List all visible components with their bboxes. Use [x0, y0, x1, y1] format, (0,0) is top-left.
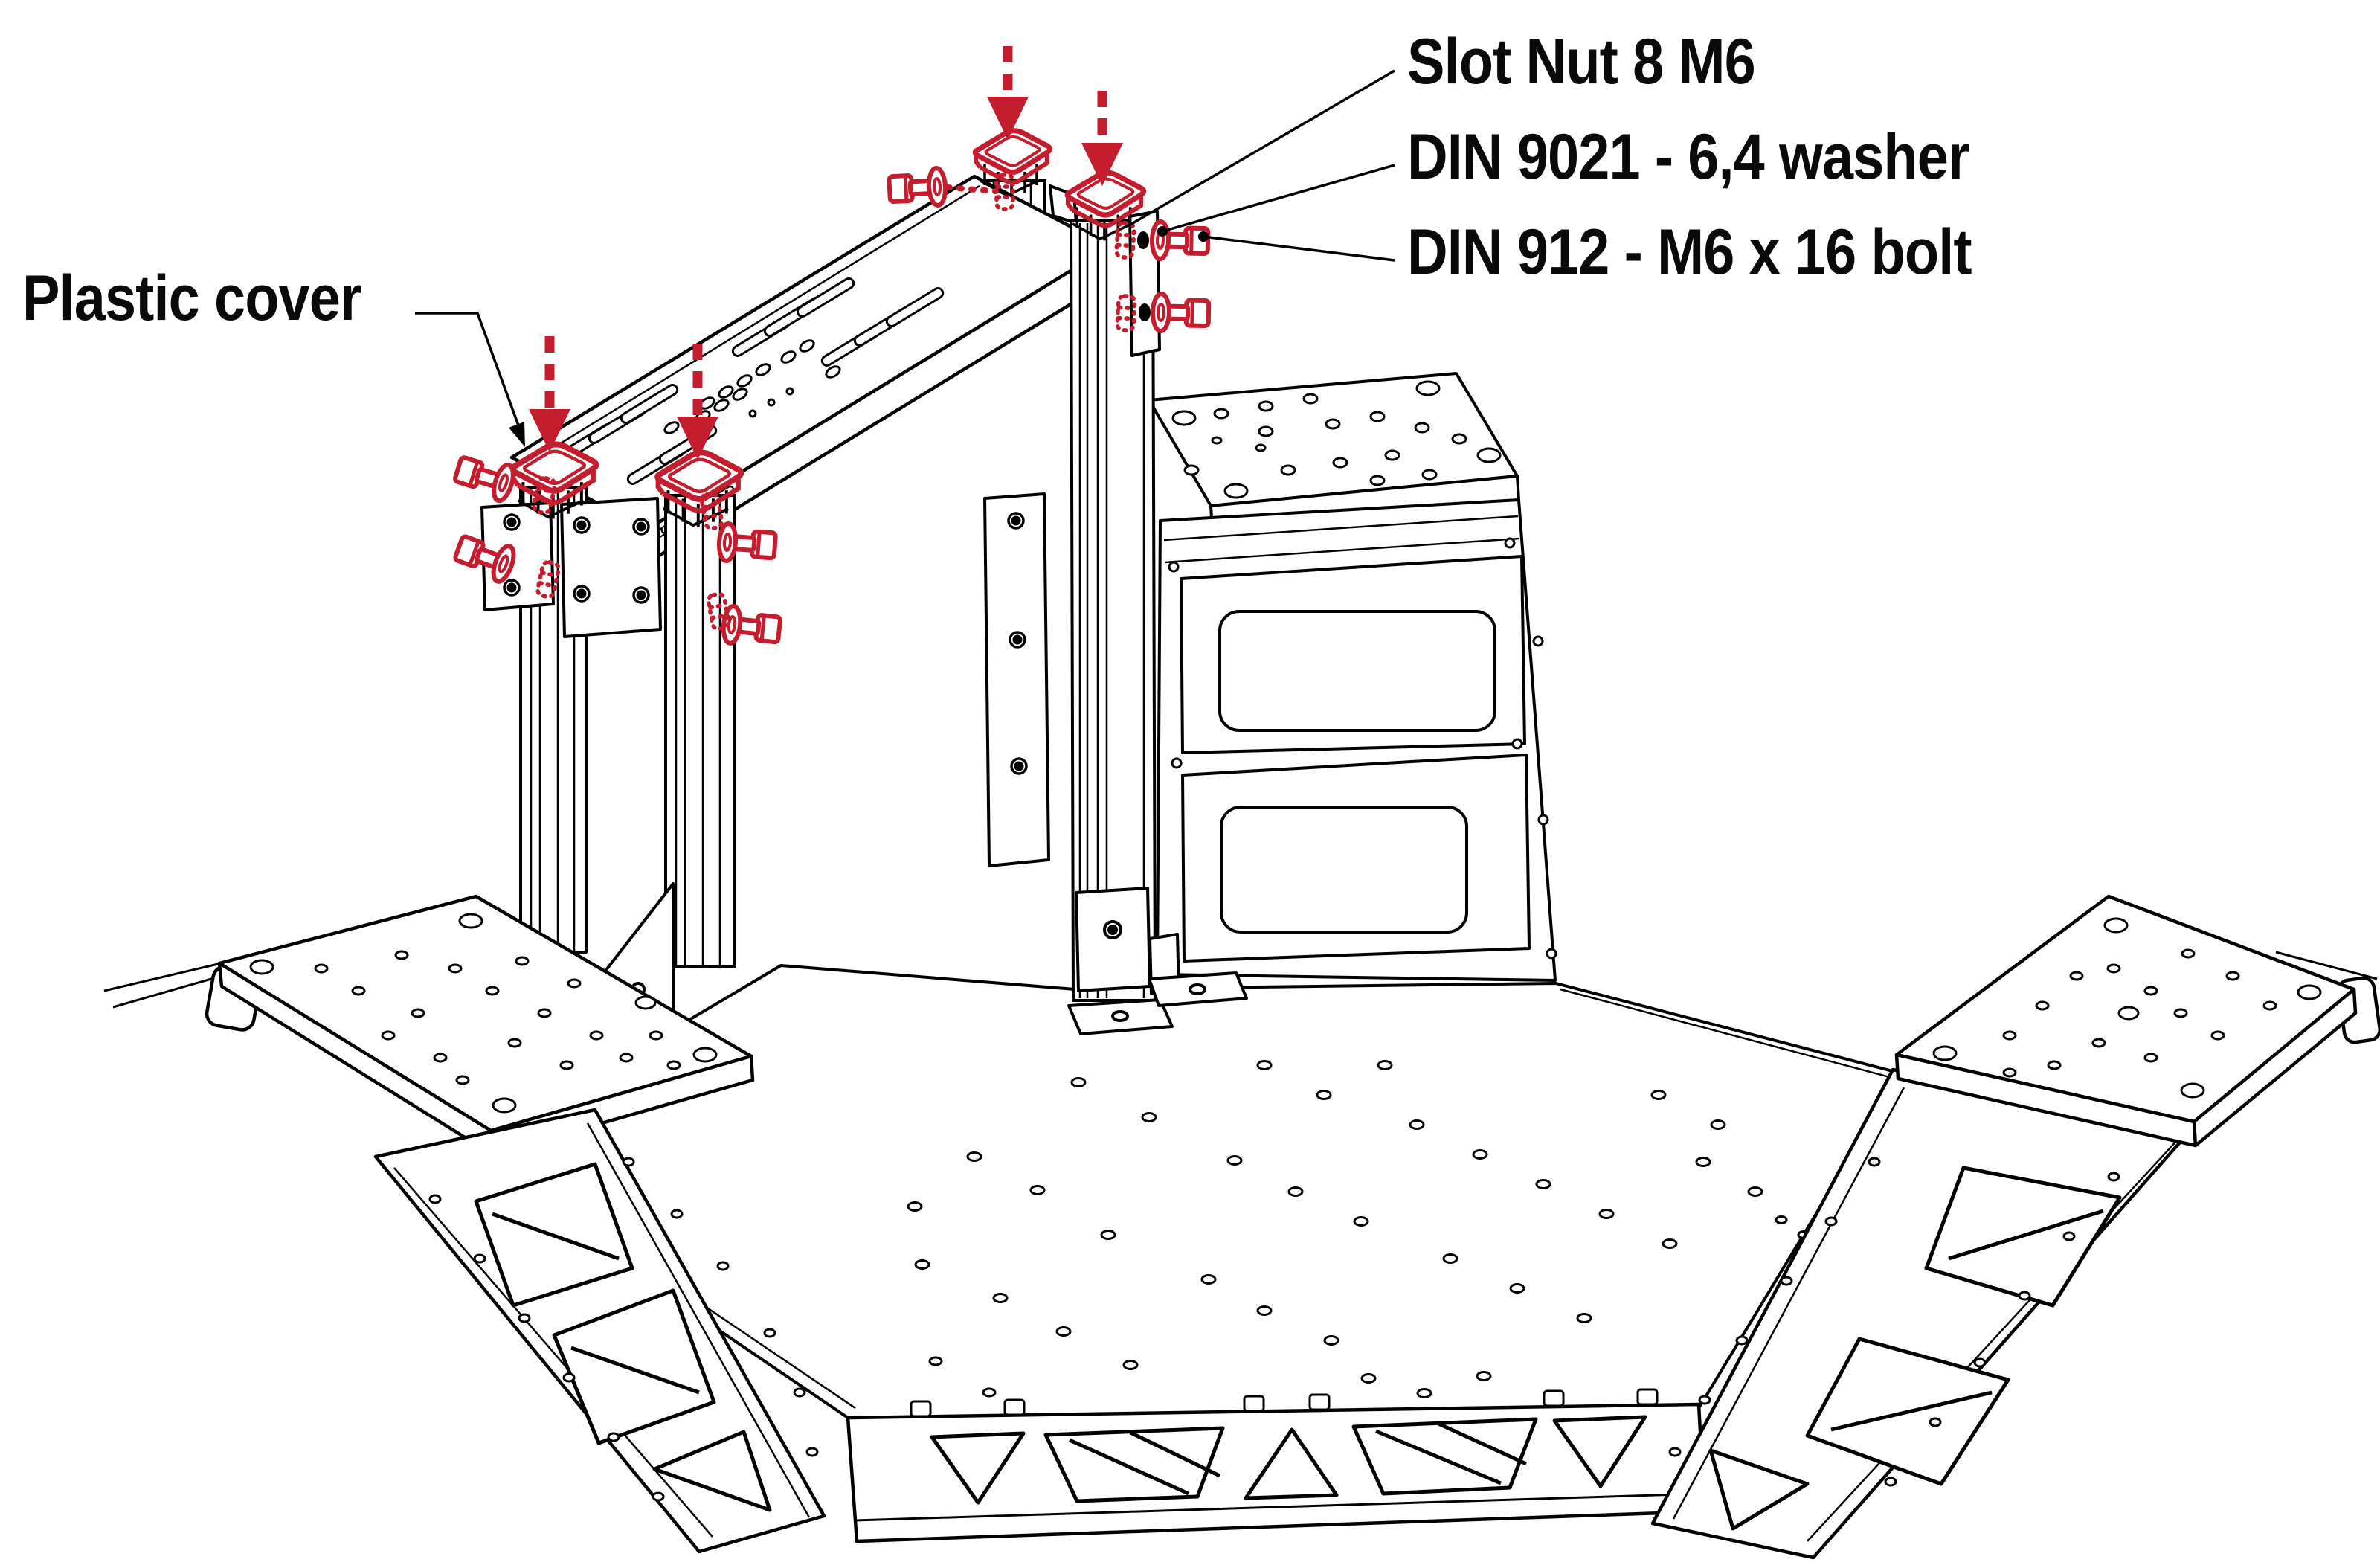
center-tower — [983, 210, 1248, 1035]
front-panel — [846, 1388, 1707, 1543]
rear-box — [1148, 372, 1557, 982]
leader-line-slot-nut — [1128, 69, 1395, 227]
top-beam — [509, 174, 1118, 562]
bolt-axis-dotted-line — [945, 184, 998, 194]
left-support-leg — [373, 1108, 826, 1554]
tower-foot-bracket — [1067, 887, 1248, 1035]
floor-plate — [460, 964, 1903, 1421]
beam-slot-pattern — [555, 277, 945, 556]
leader-arrowhead — [509, 422, 525, 447]
left-leg-holes — [428, 1157, 819, 1502]
right-platform-holes — [1932, 917, 2322, 1099]
label-slot-nut: Slot Nut 8 M6 — [1407, 26, 1756, 97]
din912-bolt-with-washer-5 — [889, 167, 947, 208]
left-platform — [103, 894, 755, 1157]
leader-line-plastic-cover — [415, 312, 520, 426]
label-bolt: DIN 912 - M6 x 16 bolt — [1407, 216, 1972, 288]
insertion-arrow-4 — [677, 344, 718, 460]
label-plastic-cover: Plastic cover — [22, 263, 361, 334]
din912-bolt-with-washer-7 — [1153, 294, 1209, 332]
insertion-arrow-1 — [987, 46, 1029, 140]
rear-box-top-holes — [1171, 380, 1502, 499]
floor-edge-tabs — [910, 1388, 1659, 1418]
din912-bolt-with-washer-4 — [721, 605, 781, 649]
left-leg-cutouts — [474, 1162, 772, 1512]
insertion-arrow-3 — [529, 336, 570, 452]
right-leg-cutouts — [1708, 1166, 2122, 1531]
rear-box-side-pockets — [1180, 555, 1531, 963]
din912-bolt-with-washer-3 — [718, 523, 776, 564]
label-washer: DIN 9021 - 6,4 washer — [1407, 121, 1969, 193]
front-panel-triangle-cutouts — [930, 1415, 1647, 1505]
right-platform — [1894, 894, 2380, 1148]
left-platform-holes — [249, 913, 718, 1114]
tower-left-plate — [983, 492, 1050, 867]
left-tower — [480, 486, 736, 968]
right-support-leg — [1650, 1067, 2198, 1560]
leader-lines — [415, 69, 1395, 447]
right-leg-holes — [1668, 1157, 2120, 1487]
din912-bolt-with-washer-1 — [452, 451, 516, 503]
leader-line-bolt — [1203, 235, 1395, 262]
insertion-arrow-2 — [1081, 91, 1123, 186]
floor-hole-pattern — [907, 1060, 1855, 1398]
leader-line-washer — [1162, 164, 1395, 233]
